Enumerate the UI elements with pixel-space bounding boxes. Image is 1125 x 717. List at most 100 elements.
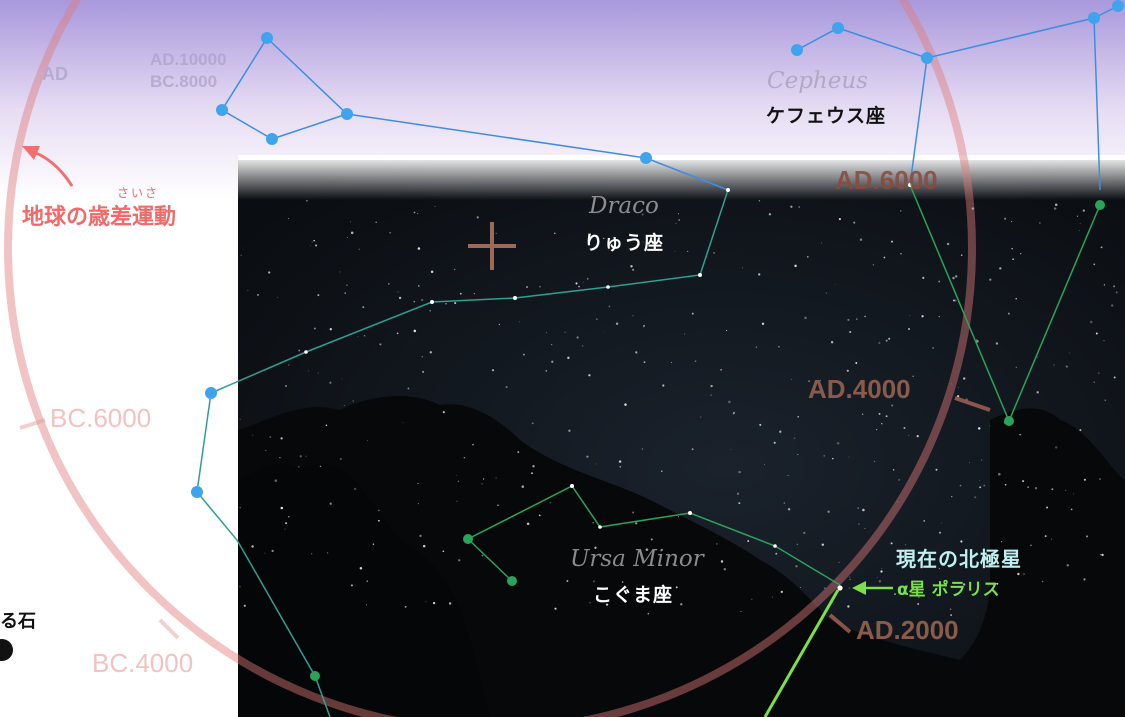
background-star <box>713 251 716 254</box>
background-star <box>1079 223 1081 225</box>
background-star <box>783 502 785 504</box>
background-star <box>787 508 791 511</box>
epoch-ad4000: AD.4000 <box>808 374 911 404</box>
background-star <box>1039 222 1041 224</box>
background-star <box>908 435 910 436</box>
background-star <box>388 283 390 285</box>
background-star <box>678 219 681 221</box>
background-star <box>883 256 886 259</box>
background-star <box>971 207 975 210</box>
background-star <box>1001 541 1003 543</box>
background-star <box>419 534 422 537</box>
background-star <box>325 424 328 427</box>
background-star <box>313 327 316 330</box>
background-star <box>849 330 852 334</box>
background-star <box>917 596 920 599</box>
background-star <box>848 587 850 589</box>
background-star <box>790 378 792 381</box>
background-star <box>505 386 508 389</box>
background-star <box>849 576 851 578</box>
background-star <box>793 437 796 440</box>
background-star <box>720 560 724 563</box>
background-star <box>1015 560 1019 564</box>
background-star <box>618 460 622 463</box>
background-star <box>710 384 713 388</box>
background-star <box>881 568 883 570</box>
background-star <box>856 318 858 320</box>
background-star <box>823 455 825 457</box>
tick-bc4000 <box>158 618 180 640</box>
background-star <box>662 384 665 387</box>
background-star <box>742 267 744 269</box>
background-star <box>549 501 552 504</box>
background-star <box>305 199 308 202</box>
background-star <box>800 586 801 588</box>
background-star <box>445 303 447 305</box>
background-star <box>849 578 851 581</box>
background-star <box>935 468 938 471</box>
background-star <box>497 504 499 507</box>
background-star <box>347 237 349 238</box>
background-star <box>938 568 940 570</box>
background-star <box>531 472 533 475</box>
background-star <box>442 550 445 553</box>
background-star <box>402 422 404 424</box>
epoch-ad2000: AD.2000 <box>856 615 959 645</box>
background-star <box>677 213 679 215</box>
background-star <box>798 206 801 208</box>
background-star <box>900 210 902 212</box>
background-star <box>823 587 826 590</box>
background-star <box>952 276 955 280</box>
polaris-arrow-head-icon <box>852 581 866 595</box>
background-star <box>773 441 776 444</box>
background-star <box>923 520 925 522</box>
epoch-bc4000: BC.4000 <box>92 648 194 678</box>
ursa-minor-japanese-name: こぐま座 <box>593 584 674 606</box>
background-star <box>912 375 914 377</box>
background-star <box>615 322 619 326</box>
background-star <box>463 456 466 459</box>
background-star <box>367 439 368 441</box>
background-star <box>938 280 941 283</box>
background-star <box>738 502 741 505</box>
background-star <box>359 567 363 570</box>
background-star <box>576 336 579 339</box>
background-star <box>422 544 426 548</box>
background-star <box>315 244 318 247</box>
background-star <box>413 300 416 303</box>
background-star <box>422 370 425 373</box>
background-star <box>909 315 911 317</box>
background-star <box>491 369 495 372</box>
background-star <box>397 291 399 293</box>
background-star <box>389 232 391 234</box>
background-star <box>989 278 992 281</box>
background-star <box>326 552 329 554</box>
background-star <box>596 318 598 320</box>
background-star <box>759 423 762 426</box>
background-star <box>372 543 375 546</box>
background-star <box>691 312 694 315</box>
background-star <box>357 335 359 337</box>
background-star <box>454 302 457 305</box>
background-star <box>1082 209 1085 212</box>
background-star <box>700 416 702 418</box>
background-star <box>472 443 474 446</box>
background-star <box>952 299 955 302</box>
background-star <box>366 580 368 582</box>
background-star <box>862 413 864 415</box>
background-star <box>632 315 634 317</box>
background-star <box>976 338 978 341</box>
left-fragment-text: る石 <box>0 611 36 632</box>
background-star <box>362 306 365 309</box>
background-star <box>1051 538 1053 540</box>
draco-lines <box>220 37 729 191</box>
cepheus-latin-name: Cepheus <box>767 68 868 94</box>
background-star <box>341 378 343 380</box>
background-star <box>430 270 434 274</box>
background-star <box>239 586 241 588</box>
background-star <box>989 425 991 427</box>
background-star <box>797 415 800 418</box>
ursa-minor-latin-name: Ursa Minor <box>570 546 704 572</box>
background-star <box>583 281 584 283</box>
background-star <box>498 323 501 326</box>
